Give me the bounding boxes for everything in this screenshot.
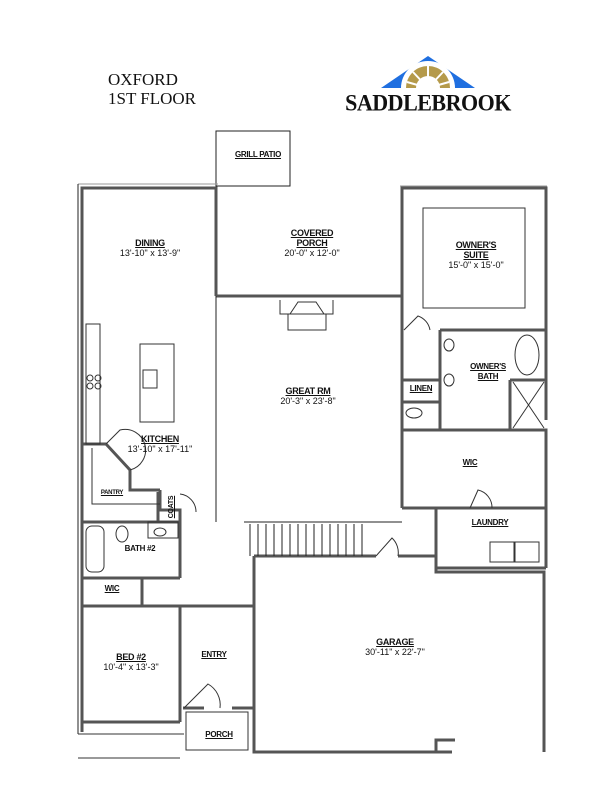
room-porch: PORCH — [196, 730, 242, 740]
room-dimensions: 20'-0" x 12'-0" — [284, 248, 340, 258]
room-name: LINEN — [409, 384, 433, 393]
room-name: GREAT RM — [285, 386, 331, 396]
room-name: COVERED — [290, 228, 334, 238]
room-name: PANTRY — [100, 490, 124, 496]
room-dining: DINING 13'-10" x 13'-9" — [100, 238, 200, 258]
room-pantry: PANTRY — [92, 488, 132, 498]
floor-label: 1ST FLOOR — [108, 89, 197, 108]
room-name: PORCH — [296, 238, 328, 248]
room-kitchen: KITCHEN 13'-10" x 17'-11" — [110, 434, 210, 454]
room-laundry: LAUNDRY — [460, 518, 520, 528]
room-dimensions: 10'-4" x 13'-3" — [103, 662, 159, 672]
room-great-rm: GREAT RM 20'-3" x 23'-8" — [258, 386, 358, 406]
room-owners-suite: OWNER'S SUITE 15'-0" x 15'-0" — [426, 240, 526, 270]
room-wic-bed2: WIC — [92, 584, 132, 594]
room-name: KITCHEN — [141, 434, 179, 444]
room-dimensions: 13'-10" x 17'-11" — [127, 444, 193, 454]
room-name: GARAGE — [376, 637, 414, 647]
room-coats: COATS — [167, 487, 177, 527]
room-entry: ENTRY — [194, 650, 234, 660]
plan-title: OXFORD 1ST FLOOR — [108, 70, 196, 108]
room-name: OWNER'S — [470, 362, 506, 371]
saddlebrook-logo: SADDLEBROOK — [343, 54, 513, 116]
grill-patio-outline — [215, 130, 291, 187]
room-linen: LINEN — [404, 384, 438, 394]
room-name: SUITE — [463, 250, 489, 260]
room-covered-porch: COVERED PORCH 20'-0" x 12'-0" — [262, 228, 362, 258]
room-dimensions: 15'-0" x 15'-0" — [448, 260, 504, 270]
room-owners-bath: OWNER'S BATH — [460, 362, 516, 382]
room-garage: GARAGE 30'-11" x 22'-7" — [345, 637, 445, 657]
room-name: WIC — [462, 458, 478, 467]
room-name: COATS — [168, 495, 175, 519]
room-name: DINING — [135, 238, 165, 248]
room-name: GRILL PATIO — [234, 150, 282, 159]
room-name: BATH #2 — [124, 544, 156, 553]
room-wic-owner: WIC — [450, 458, 490, 468]
room-dimensions: 13'-10" x 13'-9" — [119, 248, 181, 258]
room-name: PORCH — [205, 730, 233, 739]
room-name: OWNER'S — [455, 240, 497, 250]
room-name: LAUNDRY — [471, 518, 509, 527]
brand-name: SADDLEBROOK — [345, 89, 511, 116]
room-dimensions: 20'-3" x 23'-8" — [280, 396, 336, 406]
room-dimensions: 30'-11" x 22'-7" — [365, 647, 425, 657]
plan-name: OXFORD — [108, 70, 178, 89]
room-name: BATH — [477, 372, 499, 381]
room-bed2: BED #2 10'-4" x 13'-3" — [82, 652, 180, 672]
room-name: WIC — [104, 584, 120, 593]
room-bath2: BATH #2 — [120, 544, 160, 554]
roof-sun-icon — [381, 56, 475, 89]
room-grill-patio: GRILL PATIO — [228, 150, 288, 160]
room-name: ENTRY — [201, 650, 227, 659]
room-name: BED #2 — [116, 652, 146, 662]
